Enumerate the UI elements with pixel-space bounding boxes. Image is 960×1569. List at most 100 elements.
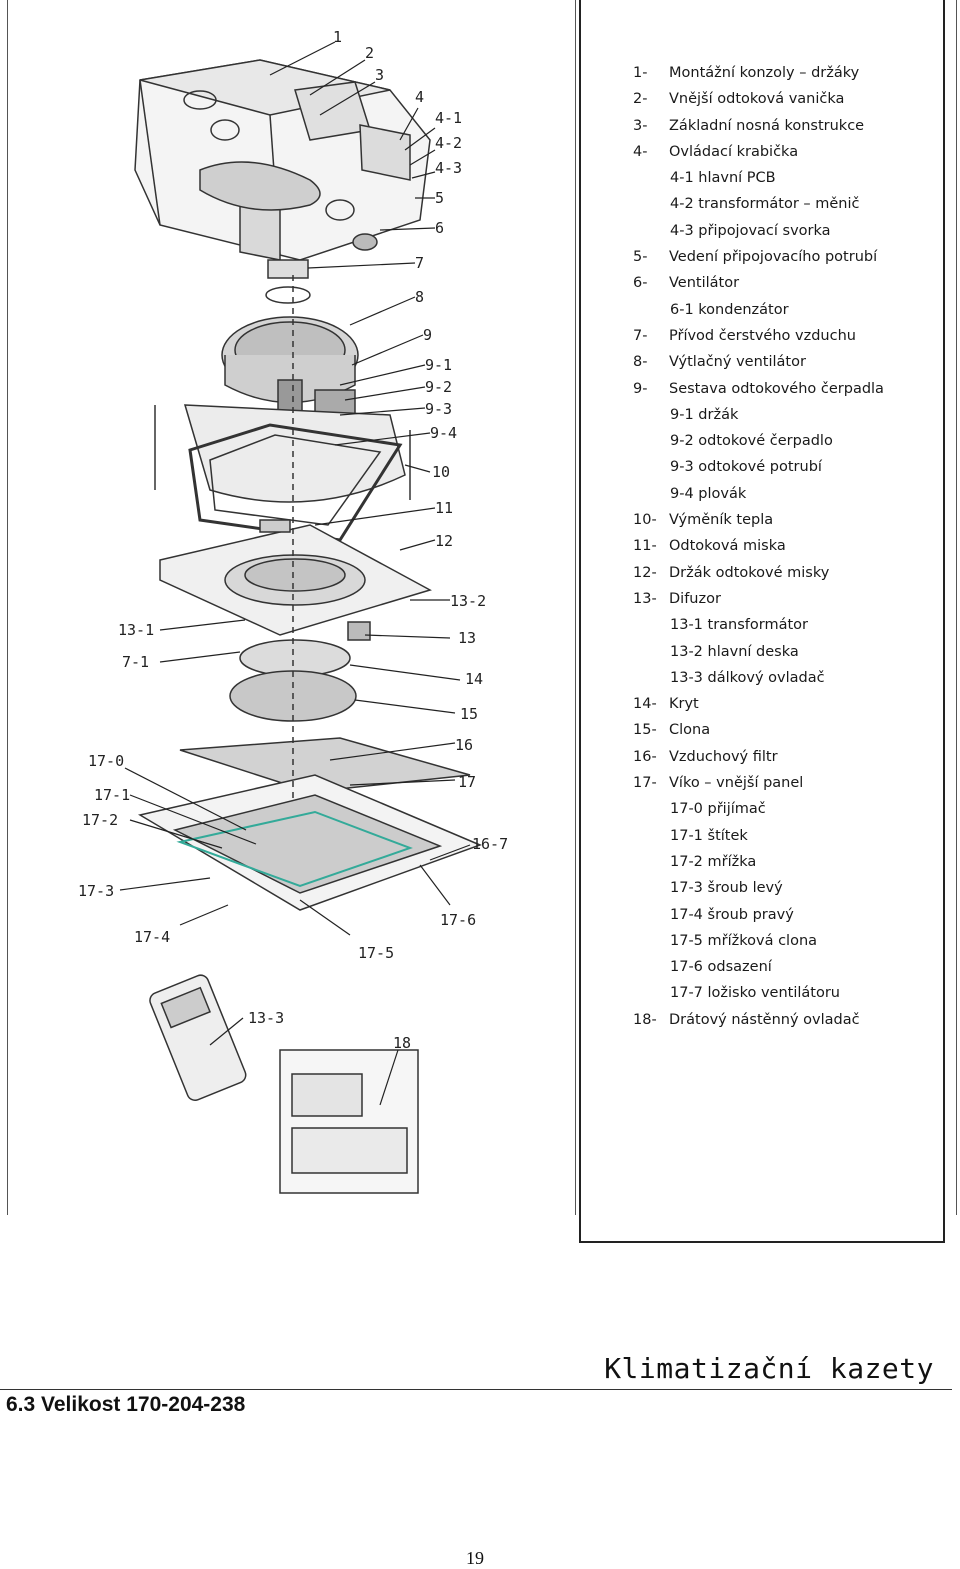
- legend-item: 10-Výměník tepla: [633, 507, 933, 533]
- legend-item-text: 17-6 odsazení: [670, 959, 772, 976]
- label-10: 10: [432, 463, 450, 481]
- label-12: 12: [435, 532, 453, 550]
- legend-item: 9-1 držák: [633, 402, 933, 428]
- label-17-6: 17-6: [440, 911, 476, 929]
- legend-item-text: Základní nosná konstrukce: [669, 117, 865, 134]
- label-3: 3: [375, 66, 384, 84]
- legend-item: 17-7 ložisko ventilátoru: [633, 980, 933, 1006]
- label-17-4: 17-4: [134, 928, 170, 946]
- legend-item: 4- Ovládací krabička: [633, 139, 933, 165]
- label-8: 8: [415, 288, 424, 306]
- legend-item-text: 4-3 připojovací svorka: [670, 222, 831, 239]
- diffuser-drawing: [239, 621, 371, 677]
- page-number: 19: [466, 1548, 484, 1568]
- label-16-7: 16-7: [472, 835, 508, 853]
- label-9-1: 9-1: [425, 356, 452, 374]
- label-7: 7: [415, 254, 424, 272]
- label-15: 15: [460, 705, 478, 723]
- fan-drawing: [221, 316, 359, 404]
- legend-item-text: 17-4 šroub pravý: [670, 906, 794, 923]
- label-16: 16: [455, 736, 473, 754]
- legend-item: 17-1 štítek: [633, 823, 933, 849]
- legend-item-text: Difuzor: [669, 590, 721, 607]
- legend-item-text: 17-0 přijímač: [670, 801, 766, 818]
- legend-item-number: 18-: [633, 1011, 657, 1028]
- legend-item: 2-Vnější odtoková vanička: [633, 86, 933, 112]
- legend-item: 3- Základní nosná konstrukce: [633, 113, 933, 139]
- legend-item: 16-Vzduchový filtr: [633, 744, 933, 770]
- legend-item-text: 17-2 mřížka: [670, 853, 757, 870]
- legend-item-text: 9-2 odtokové čerpadlo: [670, 433, 833, 450]
- diagram-labels: 1 2 3 4 4-1 4-2 4-3 5 6 7 8 9 9-1 9-2 9-…: [78, 28, 508, 1052]
- label-9-4: 9-4: [430, 424, 457, 442]
- legend-item: 13-2 hlavní deska: [633, 639, 933, 665]
- legend-item-text: 17-5 mřížková clona: [670, 932, 818, 949]
- exploded-view-svg: 1 2 3 4 4-1 4-2 4-3 5 6 7 8 9 9-1 9-2 9-…: [78, 28, 508, 1194]
- legend-item: 9-2 odtokové čerpadlo: [633, 428, 933, 454]
- legend-item: 12- Držák odtokové misky: [633, 560, 933, 586]
- legend-item-text: Vedení připojovacího potrubí: [669, 249, 878, 266]
- legend-item-text: Výměník tepla: [669, 512, 774, 529]
- label-13: 13: [458, 629, 476, 647]
- legend-item: 6-Ventilátor: [633, 270, 933, 296]
- label-9-2: 9-2: [425, 378, 452, 396]
- legend-item: 17-6 odsazení: [633, 954, 933, 980]
- label-17-2: 17-2: [82, 811, 118, 829]
- label-17-1: 17-1: [94, 786, 130, 804]
- legend-item: 9-3 odtokové potrubí: [633, 454, 933, 480]
- label-9: 9: [423, 326, 432, 344]
- label-18: 18: [393, 1034, 411, 1052]
- legend-item-text: Vzduchový filtr: [669, 748, 778, 765]
- legend-item-number: 13-: [633, 590, 657, 607]
- legend-item: 18-Drátový nástěnný ovladač: [633, 1007, 933, 1033]
- legend-item-text: 9-4 plovák: [670, 485, 747, 502]
- label-17: 17: [458, 773, 476, 791]
- legend-item: 13- Difuzor: [633, 586, 933, 612]
- legend-item-number: 3-: [633, 117, 648, 134]
- drain-pan-drawing: [159, 519, 432, 636]
- legend-item: 7- Přívod čerstvého vzduchu: [633, 323, 933, 349]
- legend-item: 11-Odtoková miska: [633, 533, 933, 559]
- legend-item-text: Víko – vnější panel: [669, 775, 804, 792]
- legend-item-text: 13-3 dálkový ovladač: [670, 669, 825, 686]
- legend-item-number: 7-: [633, 327, 648, 344]
- header-rule: [0, 1389, 952, 1390]
- remote-controller-drawing: [149, 974, 247, 1101]
- legend-item-text: Držák odtokové misky: [669, 564, 830, 581]
- label-17-3: 17-3: [78, 882, 114, 900]
- legend-item-text: 4-2 transformátor – měnič: [670, 196, 860, 213]
- label-4: 4: [415, 88, 424, 106]
- legend-item: 17-2 mřížka: [633, 849, 933, 875]
- label-6: 6: [435, 219, 444, 237]
- legend-item-text: Přívod čerstvého vzduchu: [669, 327, 856, 344]
- legend-item: 17-0 přijímač: [633, 796, 933, 822]
- label-5: 5: [435, 189, 444, 207]
- panel-drawing: [138, 774, 483, 911]
- filter-drawing: [179, 737, 471, 793]
- document-title: Klimatizační kazety: [604, 1352, 934, 1385]
- legend-item: 4-3 připojovací svorka: [633, 218, 933, 244]
- legend-item: 15-Clona: [633, 717, 933, 743]
- legend-item-text: Ovládací krabička: [669, 143, 799, 160]
- legend-item-text: 4-1 hlavní PCB: [670, 170, 776, 187]
- legend-item-number: 12-: [633, 564, 657, 581]
- legend-item-number: 4-: [633, 143, 648, 160]
- label-7-1: 7-1: [122, 653, 149, 671]
- fresh-air-inlet-drawing: [265, 259, 311, 304]
- label-13-3: 13-3: [248, 1009, 284, 1027]
- frame-right-line: [956, 0, 957, 1215]
- legend-item-number: 1-: [633, 65, 648, 81]
- legend-item-number: 11-: [633, 538, 657, 555]
- legend-item-text: 13-2 hlavní deska: [670, 643, 799, 660]
- label-17-0: 17-0: [88, 752, 124, 770]
- legend-item-text: Vnější odtoková vanička: [669, 91, 845, 108]
- legend-item: 4-2 transformátor – měnič: [633, 191, 933, 217]
- legend-item: 14-Kryt: [633, 691, 933, 717]
- legend-item-number: 8-: [633, 354, 648, 371]
- legend-item-number: 14-: [633, 696, 657, 713]
- frame-middle-line: [575, 0, 576, 1215]
- legend-item: 17-3 šroub levý: [633, 875, 933, 901]
- label-11: 11: [435, 499, 453, 517]
- legend-item-number: 15-: [633, 722, 657, 739]
